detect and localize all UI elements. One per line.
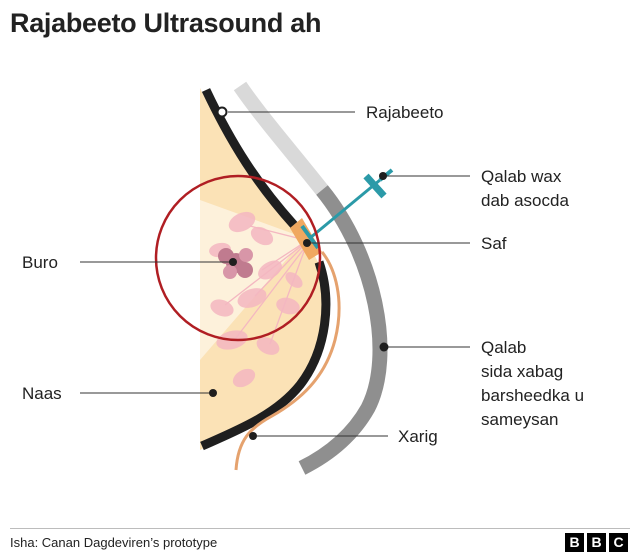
label-qalab-3: barsheedka u [481, 386, 584, 405]
coupling-layer [290, 218, 322, 260]
label-naas: Naas [22, 384, 62, 403]
bbc-logo: B B C [565, 533, 628, 552]
ultrasound-diagram: Rajabeeto Qalab wax dab asocda Saf Buro … [22, 81, 584, 475]
saf-pointer-dot [303, 239, 311, 247]
bbc-logo-letter: B [565, 533, 584, 552]
footer-divider [10, 528, 630, 529]
ultrasound-beam [200, 200, 305, 360]
source-credit: Isha: Canan Dagdeviren’s prototype [10, 535, 218, 550]
label-qalab-wax-2: dab asocda [481, 191, 569, 210]
probe-handle [363, 173, 387, 199]
qalab-pointer-dot [379, 342, 389, 352]
xarig-pointer-dot [249, 432, 257, 440]
shell-light-segment [233, 81, 328, 195]
label-rajabeeto: Rajabeeto [366, 103, 444, 122]
bbc-logo-letter: C [609, 533, 628, 552]
probe-shaft [309, 178, 381, 240]
label-saf: Saf [481, 234, 507, 253]
naas-pointer-dot [209, 389, 217, 397]
label-buro: Buro [22, 253, 58, 272]
diagram-title: Rajabeeto Ultrasound ah [10, 8, 322, 38]
buro-pointer-dot [229, 258, 237, 266]
probe-tip [300, 224, 320, 250]
label-qalab-2: sida xabag [481, 362, 563, 381]
label-xarig: Xarig [398, 427, 438, 446]
rajabeeto-pointer-dot [216, 106, 228, 118]
tumour-ring [154, 174, 322, 342]
leader-lines [80, 111, 470, 437]
skin-outline-upper [201, 88, 298, 229]
skin-outline-lower [200, 260, 331, 451]
label-qalab-wax-1: Qalab wax [481, 167, 562, 186]
label-qalab-1: Qalab [481, 338, 526, 357]
milk-ducts [224, 225, 307, 345]
shell-gray-segment [298, 185, 388, 475]
probe-pointer-dot [379, 172, 387, 180]
bbc-logo-letter: B [587, 533, 606, 552]
wire [234, 251, 341, 471]
label-qalab-4: sameysan [481, 410, 558, 429]
